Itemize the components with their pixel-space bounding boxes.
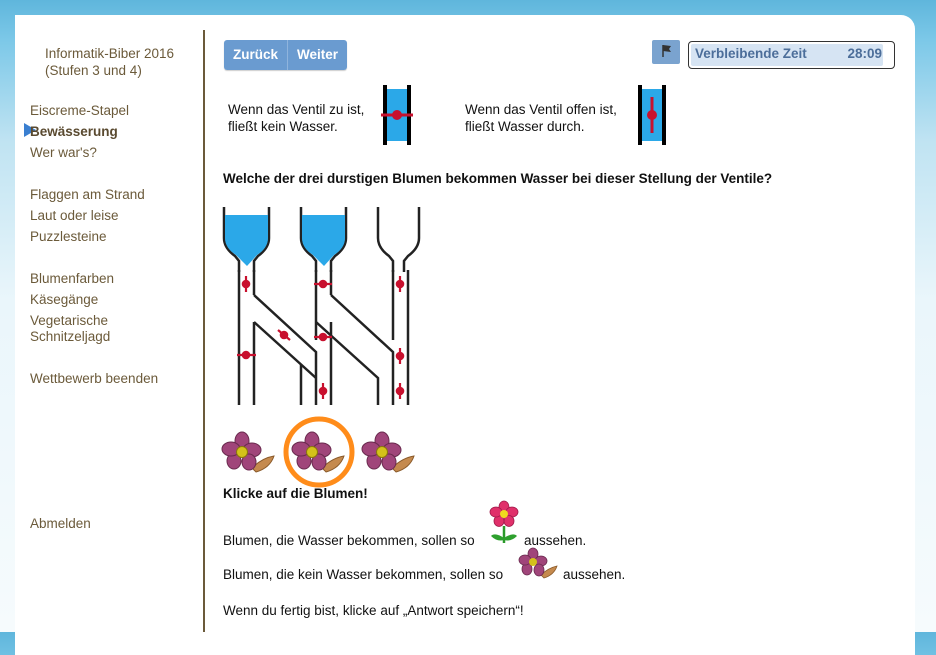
sidebar-item-eiscreme-stapel[interactable]: Eiscreme-Stapel (30, 103, 130, 118)
sidebar-item-bewaesserung[interactable]: Bewässerung (30, 124, 118, 139)
remaining-time-label: Verbleibende Zeit (695, 46, 807, 61)
remaining-time-box: Verbleibende Zeit 28:09 (688, 41, 895, 69)
sidebar-item-puzzlesteine[interactable]: Puzzlesteine (30, 229, 107, 244)
flag-button[interactable] (652, 40, 680, 64)
closed-valve-icon (381, 85, 413, 145)
watered-flowers-text-end: aussehen. (524, 533, 587, 548)
question-text: Welche der drei durstigen Blumen bekomme… (223, 171, 773, 186)
flower-3[interactable] (361, 430, 418, 476)
dry-flower-icon (518, 547, 558, 579)
contest-subtitle: (Stufen 3 und 4) (45, 63, 142, 78)
legend-closed-text-line1: Wenn das Ventil zu ist, (228, 102, 365, 117)
instruction-text: Klicke auf die Blumen! (223, 486, 368, 501)
current-task-arrow-icon (24, 123, 36, 137)
watered-flower-icon (489, 500, 519, 543)
sidebar-item-vegetarische-schnitzeljagd[interactable]: Vegetarische (30, 313, 109, 328)
logout-link[interactable]: Abmelden (30, 516, 91, 531)
sidebar-item-vegetarische-schnitzeljagd-line2[interactable]: Schnitzeljagd (30, 329, 111, 344)
sidebar-item-laut-oder-leise[interactable]: Laut oder leise (30, 208, 119, 223)
flower-1[interactable] (221, 430, 278, 476)
open-valve-icon (638, 85, 666, 145)
remaining-time-bar (691, 44, 883, 66)
legend-open-text-line1: Wenn das Ventil offen ist, (465, 102, 617, 117)
back-button[interactable]: Zurück (224, 40, 288, 70)
sidebar-item-blumenfarben[interactable]: Blumenfarben (30, 271, 115, 286)
remaining-time-value: 28:09 (847, 46, 882, 61)
sidebar-item-wer-wars[interactable]: Wer war's? (30, 145, 97, 160)
contest-title: Informatik-Biber 2016 (45, 46, 175, 61)
sidebar-divider (203, 30, 205, 632)
dry-flowers-text: Blumen, die kein Wasser bekommen, sollen… (223, 567, 504, 582)
legend-closed-text-line2: fließt kein Wasser. (228, 119, 338, 134)
sidebar-item-flaggen-am-strand[interactable]: Flaggen am Strand (30, 187, 145, 202)
sidebar (15, 15, 203, 540)
sidebar-item-wettbewerb-beenden[interactable]: Wettbewerb beenden (30, 371, 159, 386)
legend-open-text-line2: fließt Wasser durch. (465, 119, 585, 134)
finish-instruction-text: Wenn du fertig bist, klicke auf „Antwort… (223, 603, 524, 618)
next-button[interactable]: Weiter (287, 40, 348, 70)
flower-2[interactable] (291, 430, 348, 476)
dry-flowers-text-end: aussehen. (563, 567, 626, 582)
pipe-system-diagram (222, 207, 421, 405)
sidebar-item-kaesegaenge[interactable]: Käsegänge (30, 292, 99, 307)
selection-ring (283, 416, 355, 488)
navigation-buttons: Zurück Weiter (224, 40, 348, 70)
flag-icon (662, 45, 671, 57)
watered-flowers-text: Blumen, die Wasser bekommen, sollen so (223, 533, 475, 548)
